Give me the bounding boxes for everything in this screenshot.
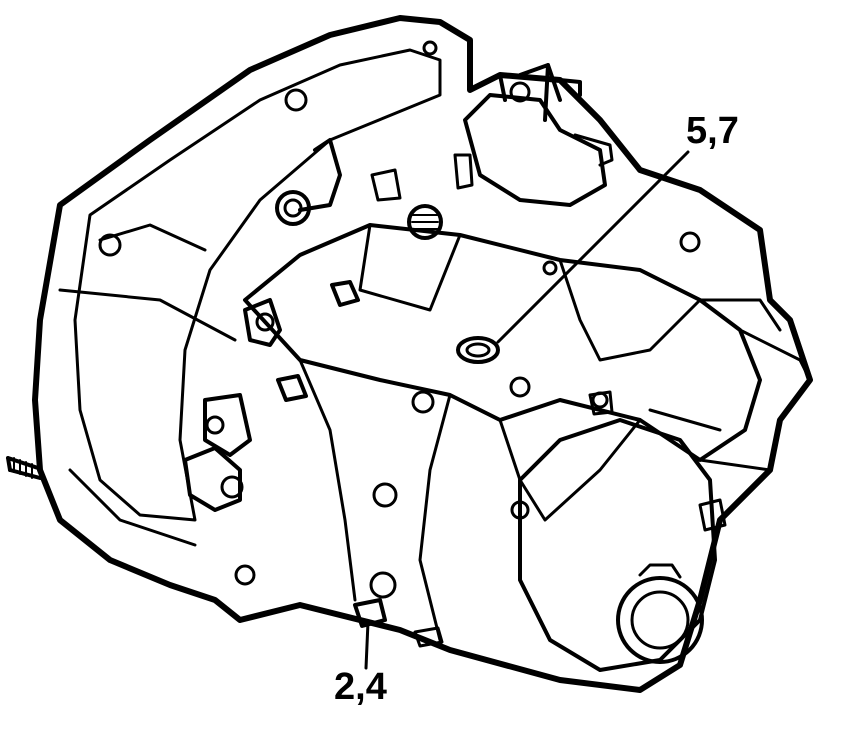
- selector-pivot: [509, 81, 531, 103]
- case-bolt: [330, 280, 360, 307]
- drain-plug: [353, 598, 387, 628]
- output-shaft-seal: [616, 576, 704, 664]
- bell-housing-inner-ring: [73, 48, 442, 522]
- boss-cylinder: [453, 153, 474, 190]
- mount-bracket-hole: [255, 312, 275, 332]
- gear-case-ridge: [498, 418, 642, 522]
- bell-housing-rib: [98, 223, 207, 252]
- right-case-tab: [698, 498, 727, 532]
- gear-case-ridge: [558, 258, 702, 362]
- case-bolt: [276, 374, 308, 402]
- case-bolt-head: [679, 231, 701, 253]
- speedo-drive: [183, 446, 242, 512]
- left-stud-threads: [13, 457, 33, 479]
- breather-pipe-end: [275, 190, 311, 226]
- output-shaft-tab: [638, 563, 682, 579]
- flange-bolt-hole: [98, 233, 122, 257]
- gear-case-ridge: [298, 358, 357, 602]
- bell-housing-outline: [32, 15, 813, 693]
- mount-bracket: [243, 298, 282, 347]
- flange-bolt-hole: [422, 40, 438, 56]
- detent-spring-coils: [411, 214, 439, 230]
- leader-line-upper: [496, 150, 690, 344]
- callout-label-upper: 5,7: [686, 110, 739, 152]
- case-bolt-head: [509, 376, 531, 398]
- gear-case-ridge: [358, 223, 462, 312]
- case-bolt-head: [542, 260, 558, 276]
- bell-housing-rib: [68, 468, 197, 547]
- flange-bolt-hole: [372, 482, 398, 508]
- flange-bolt-hole: [369, 571, 397, 599]
- gear-case-outline: [243, 223, 762, 462]
- detent-spring: [407, 204, 443, 240]
- drain-plug-lug: [413, 626, 444, 648]
- leader-line-lower: [364, 620, 370, 670]
- breather-pipe: [298, 138, 342, 212]
- left-stud: [6, 456, 42, 480]
- boss-cylinder: [370, 168, 402, 202]
- selector-bracket: [573, 133, 614, 167]
- release-bearing-arm: [203, 393, 252, 457]
- selector-lever: [498, 63, 562, 122]
- release-bearing-hole: [205, 415, 225, 435]
- right-case-rib: [648, 408, 772, 472]
- output-shaft-seal-inner: [630, 590, 690, 650]
- flange-bolt-hole: [284, 88, 308, 112]
- right-case-rib: [698, 298, 812, 382]
- selector-housing: [463, 93, 607, 207]
- filler-plug-inner: [465, 342, 491, 358]
- breather-pipe-bore: [283, 198, 303, 218]
- gear-case-ridge: [418, 393, 452, 642]
- selector-rod: [558, 78, 582, 97]
- bell-housing-rib: [58, 288, 237, 342]
- end-cover-outline: [518, 418, 717, 672]
- flange-bolt-hole: [234, 564, 256, 586]
- right-case-tab: [588, 390, 614, 416]
- flange-bolt-hole: [411, 390, 435, 414]
- filler-plug: [456, 336, 500, 364]
- callout-label-lower: 2,4: [334, 666, 387, 708]
- speedo-drive-cap: [220, 475, 244, 499]
